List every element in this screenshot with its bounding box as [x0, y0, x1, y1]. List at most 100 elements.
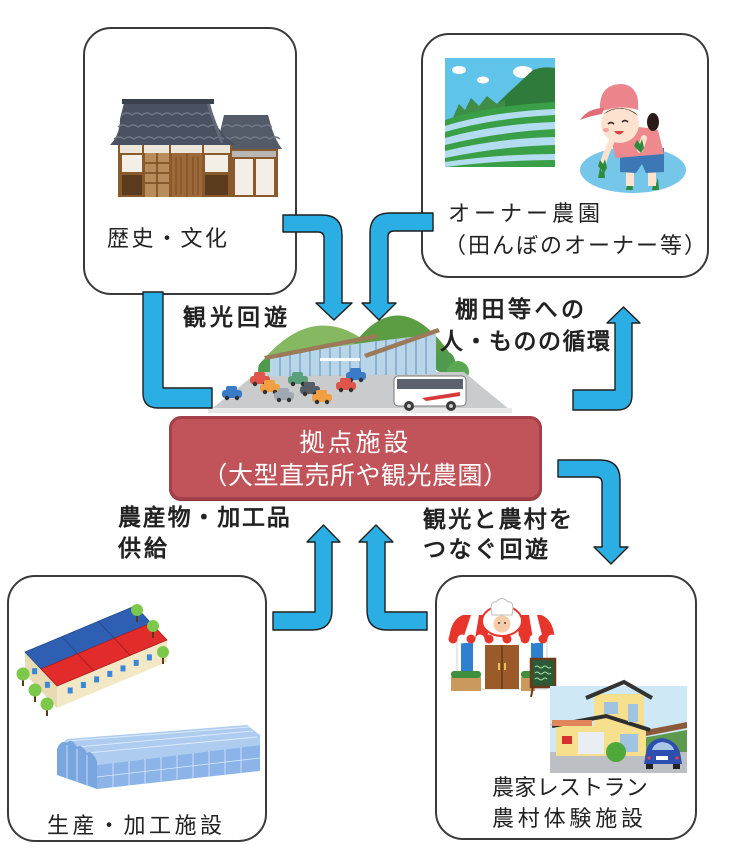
flow-label-line: つなぐ回遊 [423, 537, 551, 563]
flow-label-line: 観光と農村を [423, 507, 575, 533]
node-label-farm-restaurant: 農家レストラン [492, 776, 649, 801]
log-fence [646, 722, 687, 736]
porch-awning [552, 720, 592, 726]
facade-sign-band [320, 358, 360, 361]
awning-stripe [529, 615, 543, 639]
station-building [264, 328, 440, 376]
tour-bus [393, 375, 467, 411]
tree-trunk [136, 614, 138, 622]
hub-subtitle: （大型直売所や観光農園） [202, 461, 509, 490]
door-handle [504, 663, 506, 670]
greenhouse-side [97, 745, 260, 789]
car-wheel [262, 389, 268, 395]
roadside-station-icon [208, 315, 512, 413]
left-arm [599, 133, 617, 169]
cloud [477, 76, 489, 84]
garden-bush [606, 742, 626, 762]
window [80, 682, 86, 688]
right-window [205, 155, 228, 172]
flow-label-line: 観光回遊 [183, 305, 291, 331]
side-panel-right [256, 159, 274, 195]
car [288, 372, 308, 387]
cloud [452, 66, 466, 74]
tree-canopy [28, 683, 42, 697]
car-wheel [302, 391, 308, 397]
car [312, 390, 332, 405]
upper-band [118, 145, 232, 153]
roof-left [264, 334, 378, 360]
car-wheel [314, 399, 320, 405]
side-band [232, 151, 276, 157]
tree-canopy [131, 604, 143, 616]
car-cabin [292, 372, 303, 378]
greenhouse-icon [57, 725, 261, 789]
door-handle [498, 663, 500, 670]
flow-label-line: 人・ものの循環 [440, 329, 612, 355]
window [94, 676, 100, 683]
scallop [448, 634, 458, 644]
car-cabin [278, 388, 289, 394]
roof-ridge [122, 99, 214, 104]
chef-hat [490, 598, 514, 616]
arrow-farm-restaurant-to-hub [358, 524, 428, 631]
car [336, 378, 356, 393]
factory-windows [32, 654, 152, 694]
tree-canopy [16, 667, 30, 681]
node-farm-restaurant: 農家レストラン 農村体験施設 [435, 575, 697, 840]
shop-sign [562, 736, 572, 744]
car-light [647, 756, 651, 760]
rice-terraces-icon [445, 58, 555, 167]
window [32, 668, 38, 675]
side-roof-tiles [219, 124, 281, 140]
scallop [547, 634, 557, 644]
car-cabin [340, 378, 351, 384]
factory-left-wall [25, 652, 57, 708]
node-label-production: 生産・加工施設 [47, 814, 226, 839]
entrance [578, 732, 604, 754]
tree-canopy [157, 646, 169, 658]
car-wheel [358, 377, 364, 383]
window [67, 687, 73, 694]
left-window [122, 155, 142, 172]
upper-band-posts [118, 145, 232, 153]
car-wheel [338, 387, 344, 393]
water-band [445, 154, 555, 167]
car-cabin [304, 382, 315, 388]
node-production-processing: 生産・加工施設 [7, 575, 267, 842]
planter [451, 677, 481, 691]
scallop [466, 634, 476, 644]
scallop [538, 634, 548, 644]
car-tire [646, 764, 653, 769]
side-roof [216, 115, 282, 149]
factory-icon [16, 604, 169, 716]
curtain-left [461, 643, 473, 673]
lattice-lines [145, 153, 169, 197]
flow-label-line: 農産物・加工品 [118, 505, 292, 531]
right-lower-panel [205, 175, 228, 195]
car-wheel [234, 395, 240, 401]
side-wing [216, 115, 282, 197]
right-leg [648, 168, 656, 186]
main-door-lines [175, 153, 199, 197]
car-tire [673, 764, 680, 769]
tree-trunk [34, 694, 36, 702]
tree-trunk [152, 630, 154, 638]
tree-canopy [147, 620, 159, 632]
car-cabin [350, 368, 361, 374]
ponytail [647, 113, 659, 131]
node-history-culture: 歴史・文化 [83, 27, 297, 295]
restaurant-icon [448, 598, 557, 698]
flower-box-left [451, 671, 481, 691]
blue-car [644, 738, 682, 769]
bus-hubcap [449, 404, 453, 408]
flow-label-line: 供給 [118, 536, 170, 562]
plants [451, 671, 481, 678]
left-leg [626, 168, 634, 186]
window [146, 654, 152, 661]
bus-windows [397, 379, 463, 389]
upper-window [604, 702, 618, 714]
greenhouse-roof-ridges [66, 726, 258, 754]
bus-hubcap [407, 404, 411, 408]
car-light [675, 756, 679, 760]
window [133, 659, 139, 666]
